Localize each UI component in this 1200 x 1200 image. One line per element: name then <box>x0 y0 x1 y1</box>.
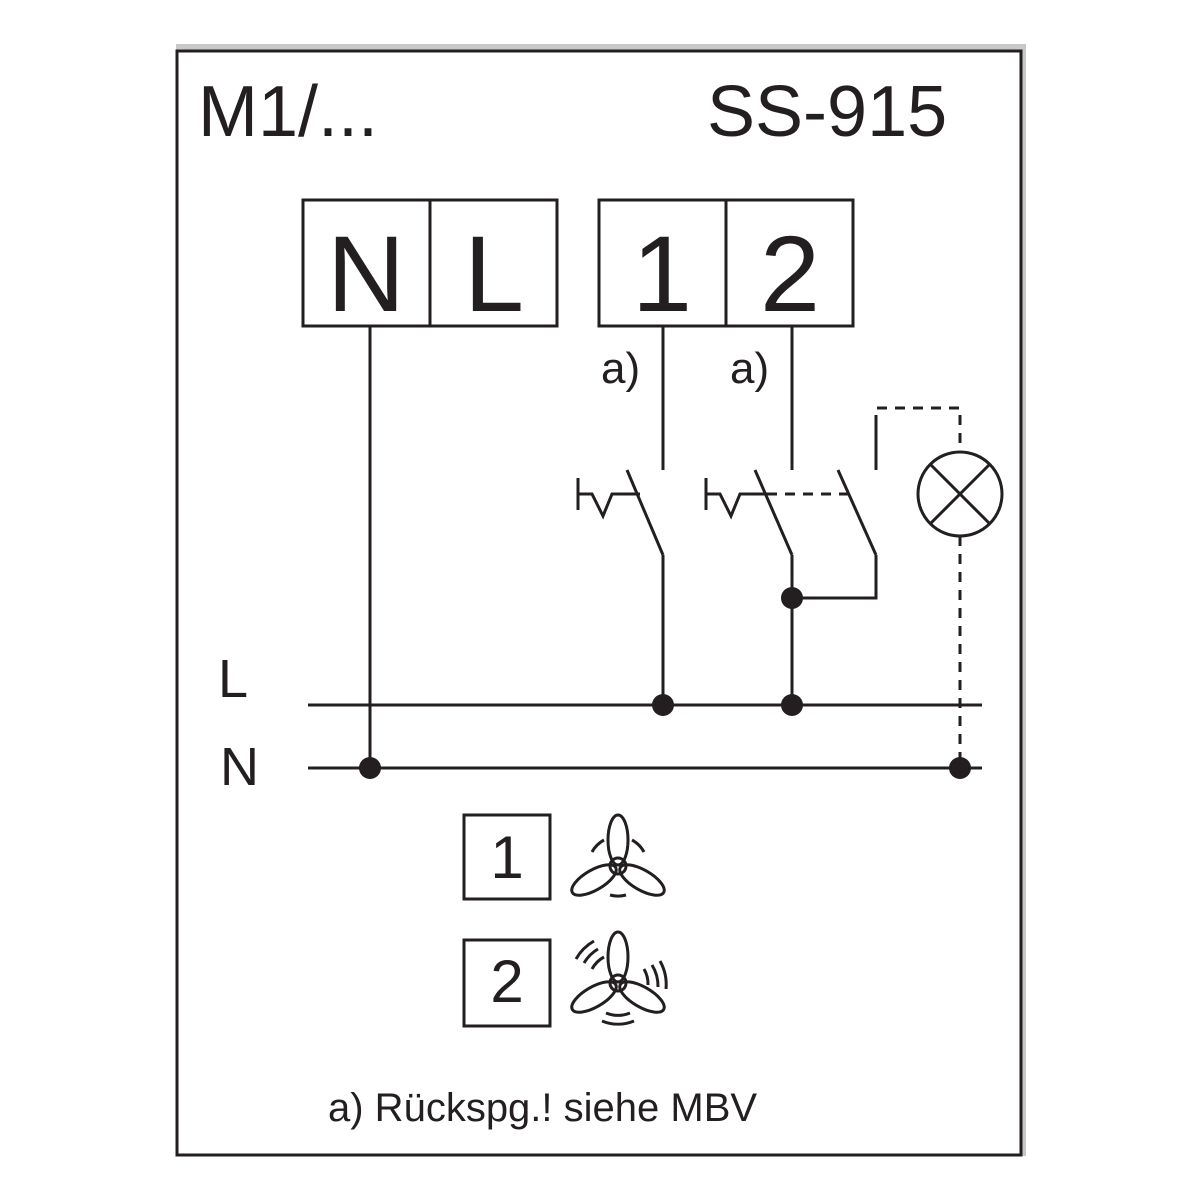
junction-dot <box>949 757 971 779</box>
dashed-connections <box>767 406 962 768</box>
terminal-n-label: N <box>327 213 405 334</box>
annotation-a-terminal-2: a) <box>730 344 770 393</box>
wire-switch-3 <box>792 555 878 600</box>
terminal-2-label: 2 <box>759 213 821 334</box>
legend-box-2 <box>462 938 552 1028</box>
junctions <box>359 587 971 779</box>
terminal-block-outputs <box>597 198 855 328</box>
frame-shadow <box>176 44 1026 50</box>
terminal-1-label: 1 <box>631 213 693 334</box>
legend-boxes <box>462 813 552 1028</box>
rail-n-label: N <box>220 737 259 797</box>
junction-dot <box>359 757 381 779</box>
terminal-block-power <box>301 198 559 328</box>
actuator-1 <box>576 478 640 520</box>
actuator-2 <box>704 478 767 520</box>
product-code-label: SS-915 <box>707 72 948 152</box>
legend-1-number: 1 <box>490 824 524 891</box>
terminal-l-label: L <box>463 213 525 334</box>
lamp-icon <box>916 450 1004 538</box>
junction-dot <box>781 694 803 716</box>
legend-2-number: 2 <box>490 948 524 1015</box>
switch-2-contact <box>753 469 794 556</box>
footnote: a) Rückspg.! siehe MBV <box>328 1086 758 1130</box>
wiring <box>308 326 982 770</box>
fan-fast-icon <box>570 930 668 1026</box>
rail-l-label: L <box>218 649 249 709</box>
switch-3-contact <box>836 469 878 556</box>
legend-box-1 <box>462 813 552 901</box>
junction-dot <box>781 587 803 609</box>
frame-shadow <box>1020 44 1026 1156</box>
lamp-wire-upper <box>874 406 962 452</box>
junction-dot <box>652 694 674 716</box>
fan-icon <box>570 813 666 898</box>
frame <box>175 49 1023 1157</box>
switch-1-contact <box>625 469 665 556</box>
actuator-symbols <box>576 478 767 520</box>
model-label: M1/... <box>198 72 379 152</box>
annotation-a-terminal-1: a) <box>601 344 641 393</box>
